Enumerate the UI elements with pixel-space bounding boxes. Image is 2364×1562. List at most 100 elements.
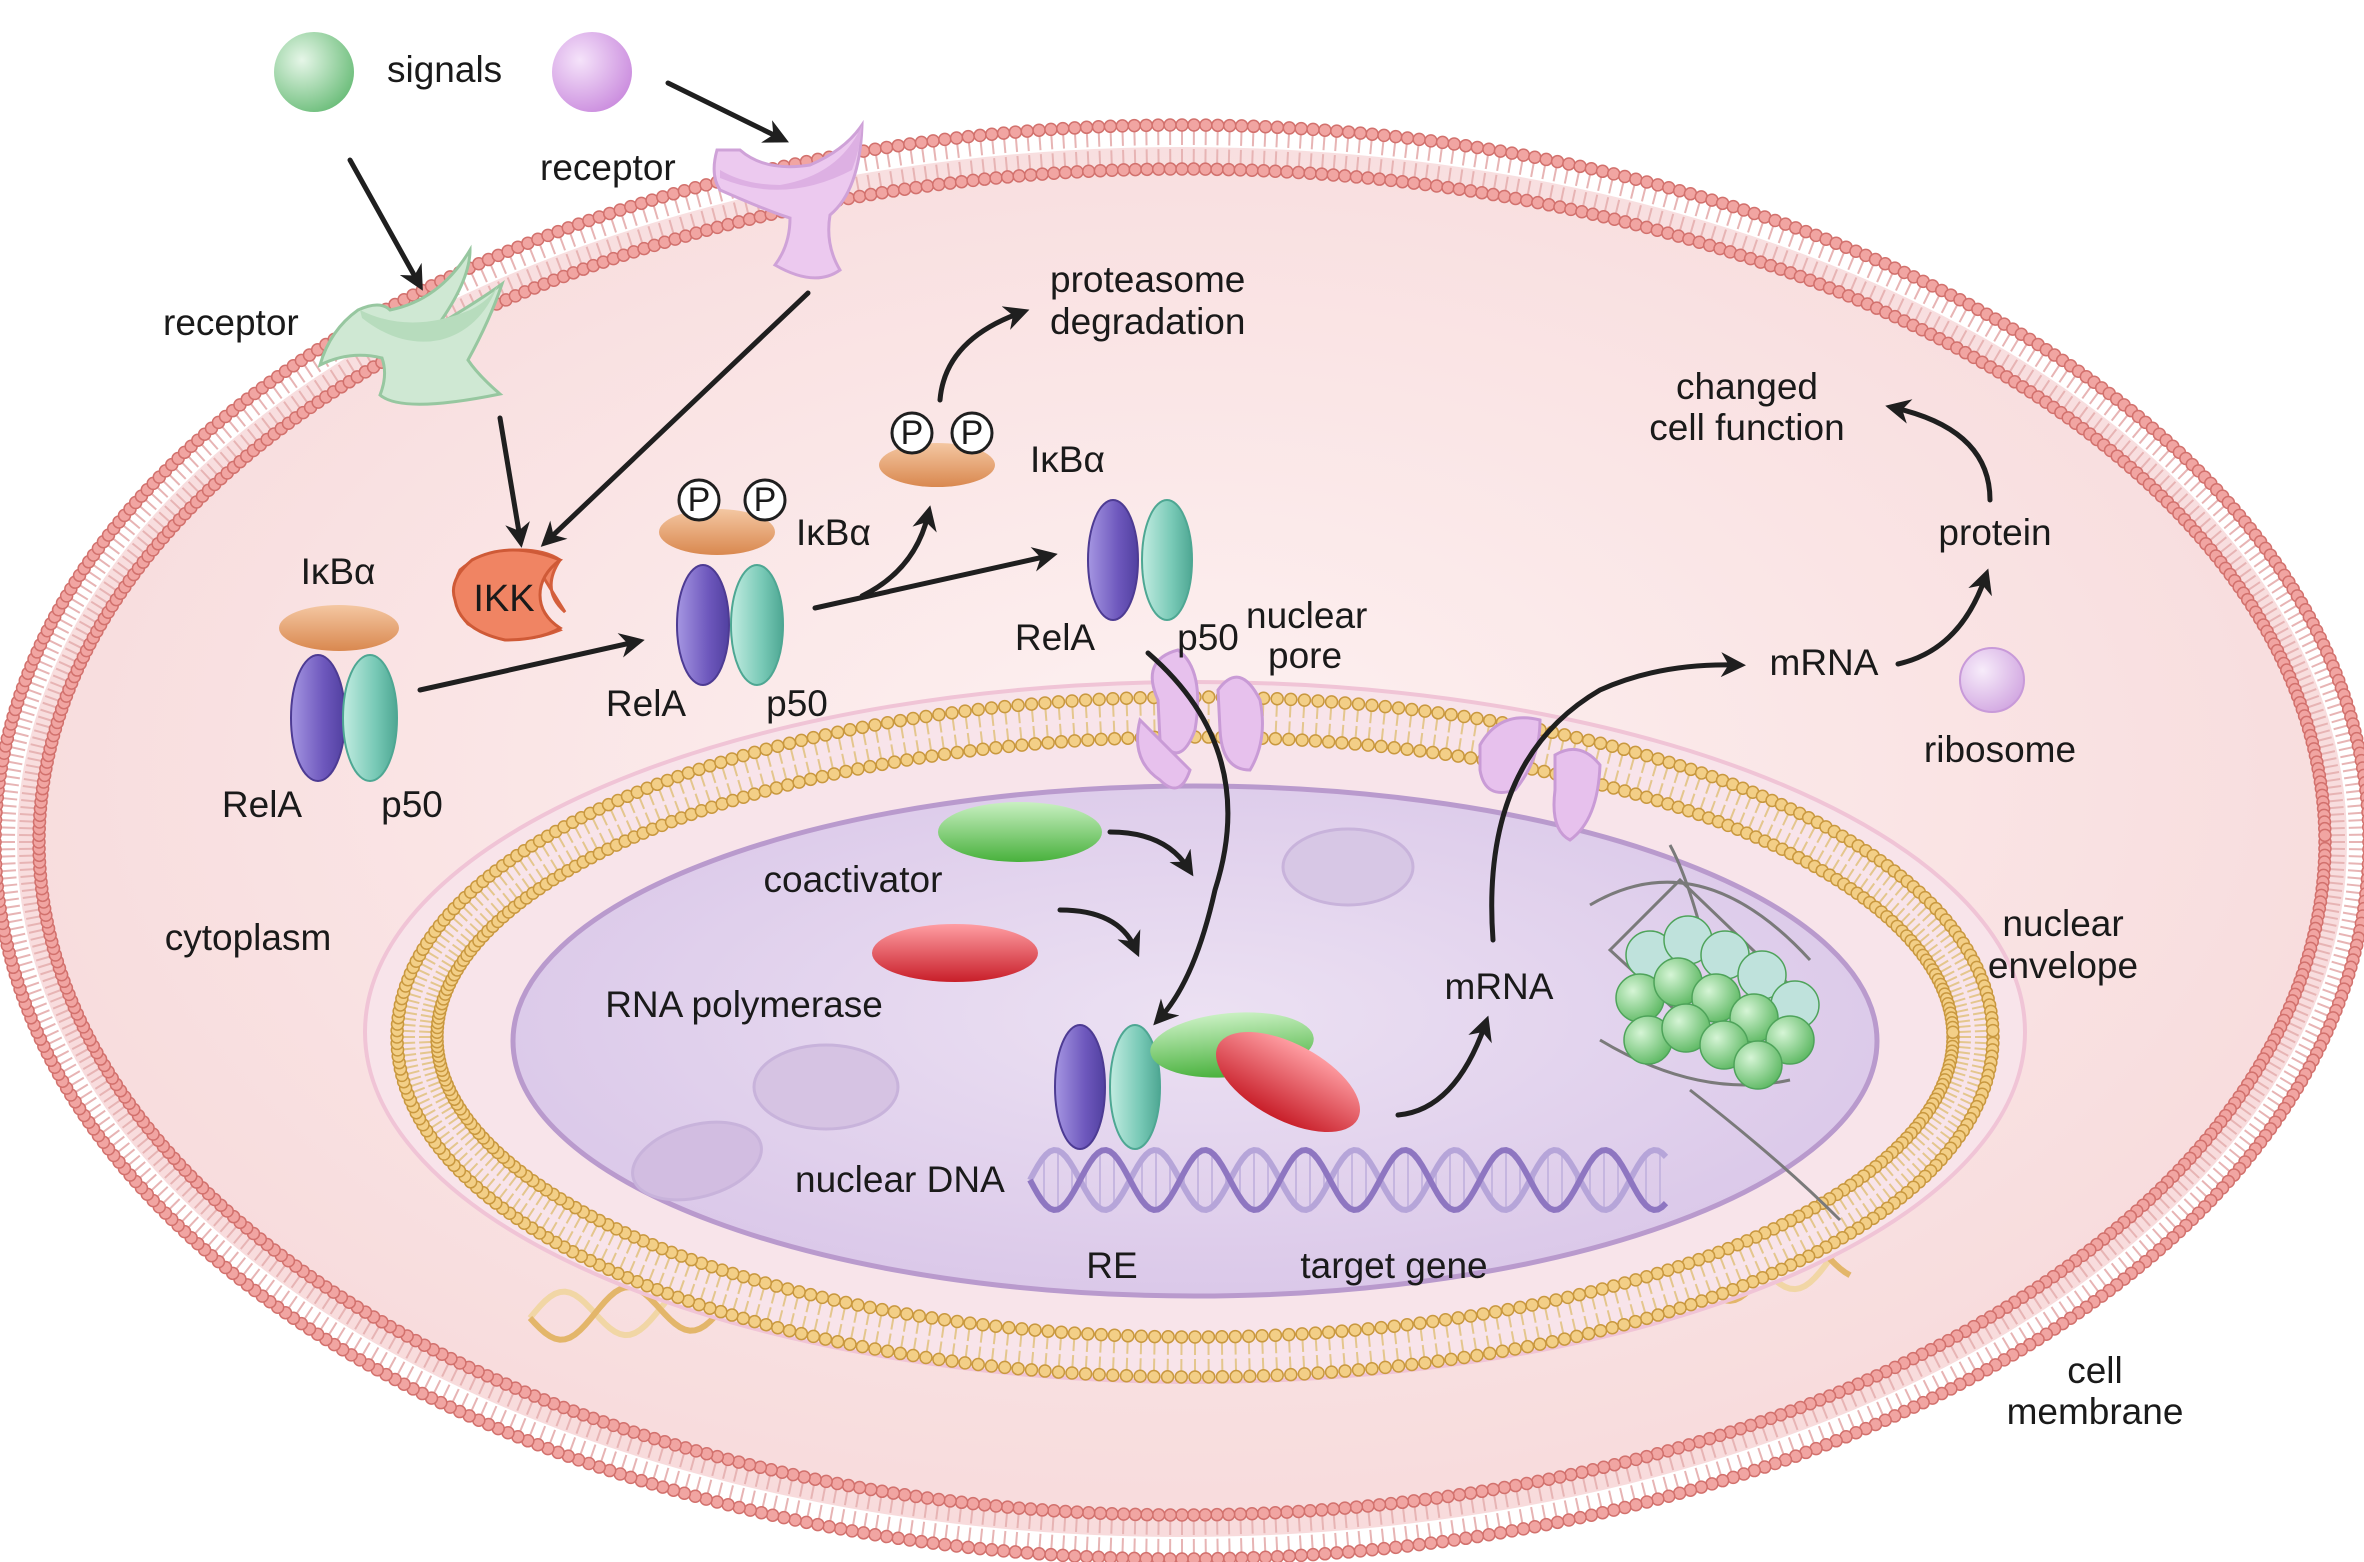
cell-membrane-lipid-head bbox=[0, 844, 2, 855]
cell-membrane-lipid-head bbox=[1163, 1508, 1178, 1522]
cell-membrane-lipid-head bbox=[1245, 1506, 1259, 1521]
nuclear-membrane-lipid-head bbox=[1438, 1313, 1453, 1327]
cell-membrane-lipid-head bbox=[1353, 1544, 1368, 1558]
cell-membrane bbox=[0, 118, 2364, 1562]
nuclear-membrane-lipid-head bbox=[1651, 752, 1665, 766]
nuclear-membrane-lipid-head bbox=[1243, 1369, 1257, 1383]
nuclear-membrane-lipid-head bbox=[1413, 1316, 1427, 1330]
nuclear-membrane-lipid-head bbox=[868, 1342, 882, 1356]
cell-membrane-lipid-head bbox=[1330, 124, 1344, 138]
protein-label: protein bbox=[1938, 512, 2051, 553]
cell-membrane-lipid-head bbox=[1186, 1508, 1201, 1522]
nuclear-membrane-lipid-head bbox=[830, 1334, 845, 1349]
nuclear-membrane-lipid-head bbox=[989, 741, 1003, 755]
nuclear-membrane-lipid-head bbox=[1400, 1317, 1414, 1332]
nuclear-membrane-lipid-head bbox=[1065, 1366, 1079, 1380]
cell-membrane-lipid-head bbox=[1008, 125, 1023, 139]
cell-membrane-lipid-head bbox=[961, 129, 976, 144]
cell-membrane-lipid-head bbox=[1418, 177, 1433, 192]
nuclear-membrane-lipid-head bbox=[1617, 742, 1631, 757]
cell-membrane-lipid-head bbox=[1550, 154, 1565, 169]
mrna-nucleus-label: mRNA bbox=[1445, 966, 1554, 1007]
cell-membrane-lipid-head bbox=[879, 1529, 894, 1544]
cell-membrane-lipid-head bbox=[1105, 1506, 1119, 1521]
cell-membrane-lipid-head bbox=[1314, 1503, 1329, 1517]
cell-membrane-lipid-head bbox=[1056, 121, 1070, 136]
cell-membrane-lipid-tail bbox=[0, 855, 16, 858]
cell-membrane-lipid-head bbox=[920, 179, 935, 193]
nuclear-membrane-lipid-head bbox=[1418, 1356, 1432, 1370]
nuclear-membrane-lipid-head bbox=[1011, 1361, 1025, 1376]
arrow-gene-to-mrna bbox=[1395, 1015, 1492, 1118]
nuclear-membrane-lipid-head bbox=[976, 742, 990, 757]
cell-membrane-lipid-head bbox=[1047, 166, 1061, 181]
cell-membrane-lipid-head bbox=[1365, 1543, 1379, 1557]
cell-membrane-lipid-head bbox=[1493, 144, 1508, 158]
cell-membrane-lipid-head bbox=[1081, 1505, 1096, 1520]
cell-membrane-lipid-head bbox=[1115, 1551, 1130, 1562]
cell-membrane-lipid-head bbox=[1246, 119, 1261, 134]
pathway-arrows bbox=[347, 80, 1993, 1118]
nuclear-membrane-lipid-head bbox=[1482, 713, 1497, 728]
nuclear-membrane-lipid-head bbox=[1391, 1359, 1406, 1373]
cell-membrane-lipid-head bbox=[977, 172, 992, 186]
cell-membrane-lipid-head bbox=[1564, 1467, 1578, 1482]
cell-membrane-lipid-head bbox=[1519, 1476, 1534, 1491]
phospho-3b bbox=[950, 411, 994, 455]
nuclear-membrane-lipid-head bbox=[1476, 1307, 1490, 1321]
cell-membrane-lipid-head bbox=[1640, 1495, 1654, 1509]
mrna-cyto-label: mRNA bbox=[1770, 642, 1879, 683]
cell-membrane-lipid-head bbox=[1353, 126, 1368, 140]
nuclear-membrane-lipid-head bbox=[1255, 1329, 1269, 1343]
nuclear-membrane-lipid-head bbox=[806, 730, 821, 745]
nuclear-membrane-lipid-head bbox=[1228, 1329, 1243, 1344]
cell-membrane-lipid-head bbox=[1606, 167, 1621, 181]
signals-label: signals bbox=[387, 49, 502, 90]
nuclear-membrane-lipid-head bbox=[747, 745, 762, 760]
cell-membrane-lipid-head bbox=[1233, 1507, 1248, 1521]
cell-membrane-lipid-head bbox=[1349, 170, 1364, 184]
nuclear-membrane-lipid-head bbox=[1470, 711, 1484, 726]
cell-membrane-lipid-head bbox=[1070, 1505, 1084, 1519]
cell-membrane-lipid-head bbox=[897, 1488, 912, 1502]
nuclear-membrane-lipid-head bbox=[1426, 1314, 1440, 1329]
cell-membrane-lipid-head bbox=[1221, 1507, 1236, 1522]
nuclear-membrane-lipid-head bbox=[1584, 1285, 1598, 1299]
cell-membrane-lipid-head bbox=[1127, 118, 1142, 133]
cell-membrane-lipid-head bbox=[926, 134, 940, 148]
nuclear-membrane-lipid-head bbox=[893, 1346, 908, 1361]
nuclear-membrane-lipid-head bbox=[803, 1287, 818, 1302]
nuclear-membrane-lipid-head bbox=[780, 1282, 795, 1296]
cell-membrane-lipid-head bbox=[1447, 1533, 1461, 1547]
cell-membrane-lipid-head bbox=[1470, 140, 1485, 155]
receptor-right-label: receptor bbox=[540, 147, 676, 188]
cell-membrane-lipid-head bbox=[1629, 1498, 1643, 1512]
cell-membrane-lipid-head bbox=[1303, 1503, 1317, 1518]
cell-membrane-lipid-head bbox=[1596, 209, 1611, 224]
nuclear-membrane-lipid-head bbox=[1092, 692, 1106, 707]
cell-membrane-lipid-tail bbox=[2348, 855, 2364, 858]
cell-membrane-lipid-head bbox=[1607, 212, 1622, 227]
cell-membrane-lipid-head bbox=[909, 180, 923, 195]
cell-membrane-lipid-head bbox=[1429, 1491, 1444, 1505]
nuclear-membrane-lipid-head bbox=[1606, 1279, 1621, 1293]
arrow-coactivator-to-complex bbox=[1107, 829, 1194, 877]
receptor-left-label: receptor bbox=[163, 302, 299, 343]
nuclear-membrane-lipid-head bbox=[1295, 733, 1309, 747]
rela-3 bbox=[1087, 499, 1139, 621]
cell-membrane-lipid-head bbox=[1070, 165, 1084, 179]
nuclear-membrane-lipid-head bbox=[1361, 1322, 1375, 1336]
nuclear-membrane-lipid-head bbox=[1374, 739, 1388, 754]
nuclear-membrane-lipid-head bbox=[855, 1339, 870, 1354]
nuclear-membrane-lipid-head bbox=[1041, 736, 1055, 750]
receptor-purple bbox=[712, 119, 864, 280]
nuclear-membrane-lipid-head bbox=[1495, 1344, 1510, 1359]
nuclear-membrane-lipid-head bbox=[1431, 1354, 1445, 1368]
cell-membrane-lipid-head bbox=[897, 182, 912, 196]
proteasome-label-line2: degradation bbox=[1050, 301, 1245, 342]
rna-polymerase-label: RNA polymerase bbox=[605, 984, 883, 1025]
nuclear-membrane-lipid-head bbox=[1311, 1366, 1325, 1380]
nuclear-membrane-lipid-head bbox=[1133, 1369, 1147, 1383]
ikk-label: IKK bbox=[473, 578, 534, 620]
cell-membrane-lipid-head bbox=[721, 1498, 735, 1512]
